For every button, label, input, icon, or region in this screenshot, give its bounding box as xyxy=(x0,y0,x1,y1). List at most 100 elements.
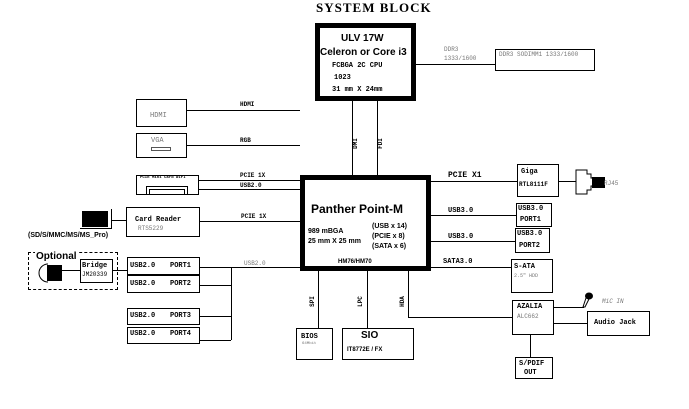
pch-pkg-1: 989 mBGA xyxy=(308,228,344,235)
usb3-port1-port: PORT1 xyxy=(520,216,542,224)
card-reader-bus-label: PCIE 1X xyxy=(241,213,267,220)
sd-link xyxy=(112,220,126,221)
usb2-port3-port: PORT3 xyxy=(170,312,192,320)
vga-bus xyxy=(187,145,300,146)
usb3-port1-box xyxy=(516,203,552,227)
bios-label: BIOS xyxy=(301,333,318,341)
usb2-port1-link xyxy=(200,267,300,268)
mini-card-slot-inner xyxy=(149,189,185,195)
microphone-icon xyxy=(582,292,593,308)
usb2-port3-type: USB2.0 xyxy=(130,312,156,320)
sd-card-icon-border xyxy=(80,209,112,229)
wifi-pcie-bus xyxy=(199,180,300,181)
wifi-bus-label-1: PCIE 1X xyxy=(240,172,266,179)
pch-pkg-2: 25 mm X 25 mm xyxy=(308,238,361,245)
giga-to-rj45 xyxy=(559,181,576,182)
usb2-port4-port: PORT4 xyxy=(170,330,192,338)
usb2-port4-box xyxy=(127,327,200,344)
ddr3-bus xyxy=(416,64,496,65)
ddr3-bus-label-1: DDR3 xyxy=(444,46,459,53)
spi-link xyxy=(318,271,319,328)
usb3-port1-bus-label: USB3.0 xyxy=(448,207,474,215)
cpu-line2: Celeron or Core i3 xyxy=(320,47,407,58)
usb2-trunk xyxy=(231,267,232,340)
card-reader-chip: RTS5229 xyxy=(138,225,164,232)
optional-label: Optional xyxy=(35,251,78,262)
bridge-chip: JM20339 xyxy=(82,271,108,278)
wifi-usb-bus xyxy=(199,189,300,190)
card-reader-bus xyxy=(200,221,300,222)
usb2-port4-type: USB2.0 xyxy=(130,330,156,338)
hdmi-box xyxy=(136,99,187,127)
hdmi-bus xyxy=(187,110,300,111)
usb3-port1-type: USB3.0 xyxy=(518,205,544,213)
bridge-to-port-link xyxy=(113,270,127,271)
pch-feat-3: (SATA x 6) xyxy=(372,243,407,250)
sata-box xyxy=(511,259,553,293)
giga-label: Giga xyxy=(521,168,538,176)
giga-chip: RTL8111F xyxy=(519,181,548,188)
sata-sub: 2.5" HDD xyxy=(514,273,539,279)
hda-bus xyxy=(408,317,515,318)
spdif-box xyxy=(515,357,553,379)
cpu-line5: 31 mm X 24mm xyxy=(332,86,383,94)
bridge-box xyxy=(80,259,113,283)
cpu-line4: 1023 xyxy=(334,74,351,82)
sio-box xyxy=(342,328,414,360)
sata-label: S-ATA xyxy=(514,263,536,271)
sata-bus-label: SATA3.0 xyxy=(443,258,473,266)
azalia-to-mic xyxy=(554,307,584,308)
spdif-label-2: OUT xyxy=(524,369,537,377)
wifi-box-label: PCIE Mini Card WIFI xyxy=(140,176,186,180)
sata-bus xyxy=(431,267,512,268)
cpu-line1: ULV 17W xyxy=(341,33,384,44)
hda-label: HDA xyxy=(398,296,406,307)
audio-jack-box xyxy=(587,311,650,336)
fdi-link xyxy=(377,101,378,175)
cpu-line3: FCBGA 2C CPU xyxy=(332,62,383,70)
vga-box xyxy=(136,133,187,158)
lpc-label: LPC xyxy=(356,296,364,307)
usb2-port1-type: USB2.0 xyxy=(130,262,156,270)
usb2-port3-link xyxy=(200,316,231,317)
usb-to-bridge-link xyxy=(62,270,80,271)
diagram-title: SYSTEM BLOCK xyxy=(316,0,432,15)
hda-link xyxy=(408,271,409,318)
pch-model: HM76/HM70 xyxy=(338,259,372,265)
usb2-port3-box xyxy=(127,308,200,325)
sio-label: SIO xyxy=(361,330,379,341)
sd-card-icon xyxy=(82,211,108,227)
fdi-label: FDI xyxy=(376,138,384,149)
azalia-box xyxy=(512,300,554,335)
vga-connector-icon xyxy=(151,147,171,151)
lan-bus xyxy=(431,181,517,182)
bios-size: 64Mbit xyxy=(302,342,317,346)
sio-chip: IT8772E / FX xyxy=(347,347,383,353)
hdmi-box-label: HDMI xyxy=(150,112,167,120)
card-reader-box xyxy=(126,207,200,237)
mic-in-label: MiC IN xyxy=(602,298,624,305)
spi-label: SPI xyxy=(308,296,316,307)
usb2-port2-type: USB2.0 xyxy=(130,280,156,288)
usb-connector-icon xyxy=(38,263,62,283)
lpc-link xyxy=(367,271,368,328)
azalia-chip: ALC662 xyxy=(517,313,539,320)
spdif-label-1: S/PDIF xyxy=(519,360,545,368)
azalia-to-spdif xyxy=(530,335,531,358)
usb3-port2-bus-label: USB3.0 xyxy=(448,233,474,241)
pch-feat-2: (PCIE x 8) xyxy=(372,233,405,240)
hdmi-bus-label: HDMI xyxy=(240,101,255,108)
usb2-port4-link xyxy=(200,340,231,341)
vga-bus-label: RGB xyxy=(240,137,251,144)
rj45-label: RJ45 xyxy=(604,180,619,187)
audio-jack-label: Audio Jack xyxy=(594,319,637,327)
bios-box xyxy=(296,328,333,360)
wifi-bus-label-2: USB2.0 xyxy=(240,182,262,189)
card-reader-label: Card Reader xyxy=(135,216,182,224)
cpu-block xyxy=(315,23,416,101)
card-formats: (SD/S/MMC/MS/MS_Pro) xyxy=(28,232,109,239)
pch-name: Panther Point-M xyxy=(311,202,403,216)
usb3-port2-type: USB3.0 xyxy=(517,230,543,238)
sodimm-label: DDR3 SODIMM1 1333/1600 xyxy=(499,51,579,58)
usb3-port2-box xyxy=(515,228,550,253)
